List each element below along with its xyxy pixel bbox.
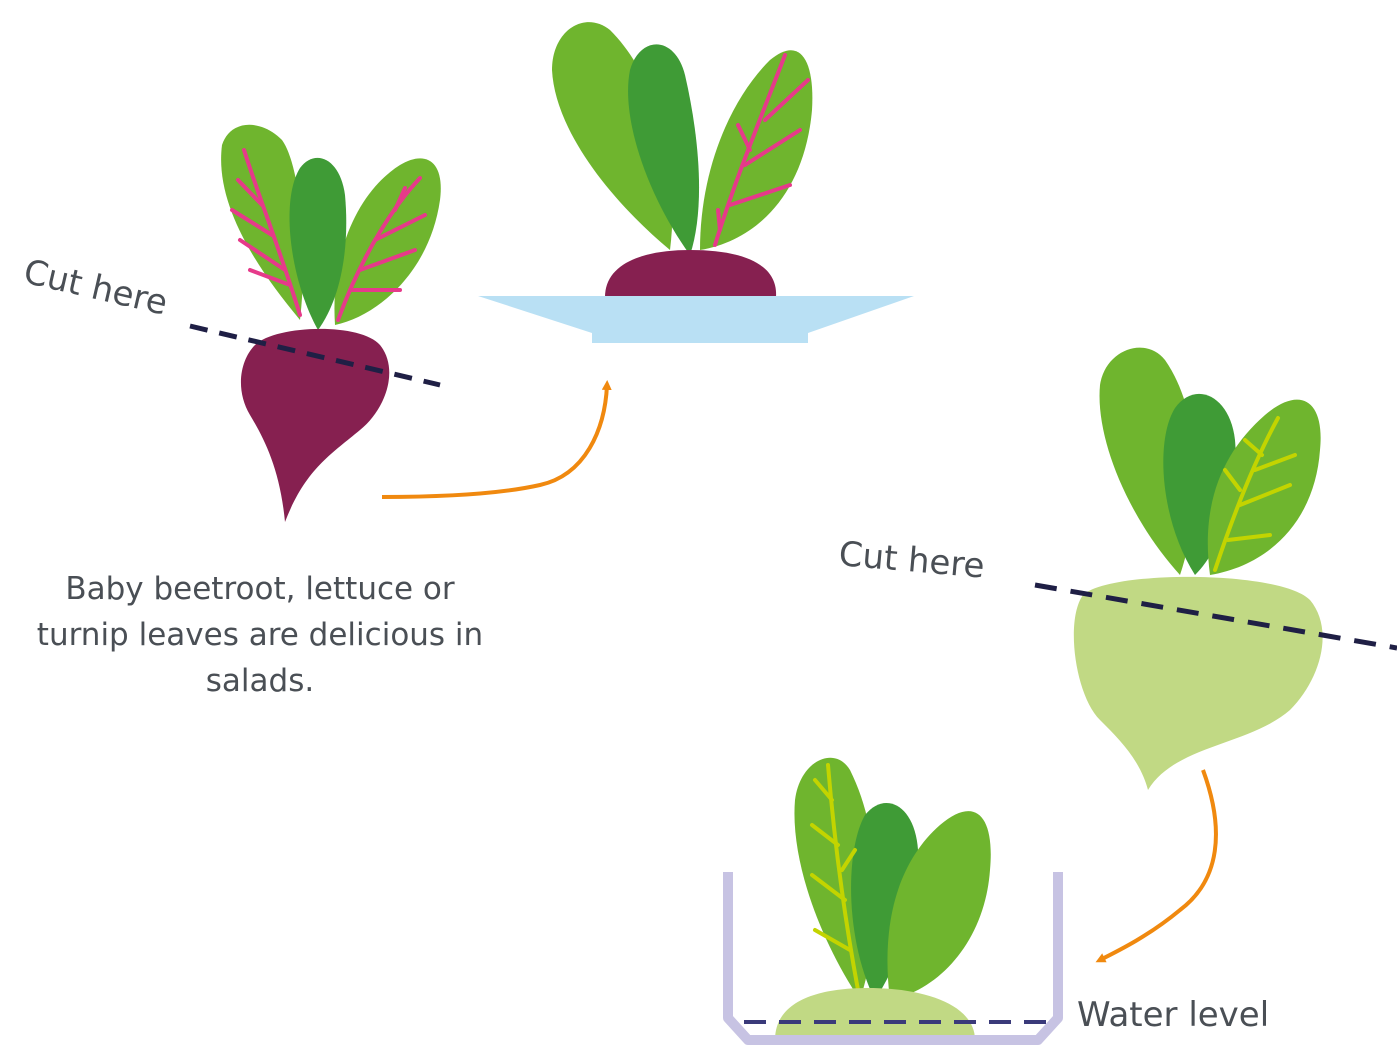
- beetroot-leaf-right: [334, 158, 440, 325]
- turnip-whole: Cut here: [837, 348, 1397, 790]
- beetroot-whole: Cut here: [20, 125, 441, 522]
- beetroot-cut-label: Cut here: [20, 252, 171, 324]
- arrow-to-container: [1100, 770, 1216, 960]
- beet-top-slice: [605, 250, 776, 297]
- salad-caption: Baby beetroot, lettuce or turnip leaves …: [30, 566, 490, 704]
- turnip-cut-label: Cut here: [837, 534, 986, 587]
- arrow-to-dish: [382, 385, 607, 497]
- beet-top-leaf-right: [700, 50, 812, 250]
- turnip-body: [1074, 577, 1323, 790]
- shallow-dish: [478, 296, 914, 343]
- turnip-top-slice: [775, 988, 975, 1040]
- turnip-top-in-water: Water level: [728, 758, 1269, 1040]
- beetroot-top-on-dish: [478, 22, 914, 343]
- water-level-label: Water level: [1077, 995, 1269, 1035]
